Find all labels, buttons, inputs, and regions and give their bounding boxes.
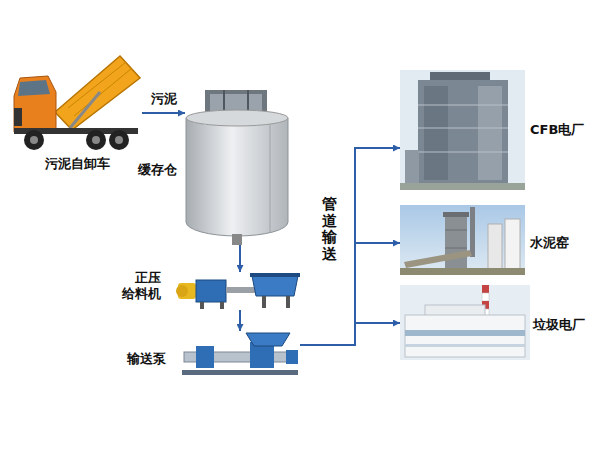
positive-pressure-feeder-part bbox=[176, 285, 188, 297]
positive-pressure-feeder-part bbox=[226, 287, 256, 293]
cement-kiln bbox=[400, 205, 525, 275]
node-label: 输送泵 bbox=[127, 351, 166, 367]
cement-kiln-part bbox=[400, 205, 525, 275]
vertical-label: 管道输送 bbox=[322, 196, 337, 262]
buffer-silo-part bbox=[186, 118, 288, 236]
dump-truck-part bbox=[24, 130, 44, 150]
conveying-pump bbox=[182, 333, 298, 375]
positive-pressure-feeder-part bbox=[200, 302, 204, 309]
equipment-node: CFB电厂 bbox=[400, 70, 525, 190]
flow-arrow bbox=[239, 310, 241, 331]
cfb-power-plant-part bbox=[418, 128, 508, 129]
node-label: 垃圾电厂 bbox=[533, 317, 585, 333]
waste-power-plant-part bbox=[482, 285, 489, 293]
positive-pressure-feeder-part bbox=[220, 302, 224, 309]
equipment-node: 垃圾电厂 bbox=[400, 285, 530, 360]
cfb-power-plant-part bbox=[418, 80, 508, 184]
cfb-power-plant-part bbox=[400, 70, 525, 190]
cfb-power-plant-part bbox=[418, 105, 508, 106]
dump-truck bbox=[14, 56, 140, 150]
dump-truck-part bbox=[70, 92, 100, 128]
dump-truck-part bbox=[74, 68, 132, 116]
waste-power-plant bbox=[400, 285, 530, 360]
buffer-silo-part bbox=[232, 234, 242, 245]
cement-kiln-part bbox=[400, 268, 525, 275]
positive-pressure-feeder-part bbox=[250, 273, 300, 277]
cfb-power-plant-part bbox=[478, 86, 502, 180]
waste-power-plant-part bbox=[400, 285, 530, 360]
buffer-silo-part bbox=[205, 124, 206, 232]
buffer-silo bbox=[186, 90, 288, 245]
equipment-node: 污泥自卸车 bbox=[12, 56, 142, 150]
dump-truck-part bbox=[30, 136, 38, 144]
waste-power-plant-part bbox=[482, 293, 489, 301]
cfb-power-plant-part bbox=[430, 72, 490, 80]
flow-arrow bbox=[300, 148, 400, 345]
conveying-pump-part bbox=[286, 350, 298, 364]
flow-arrow bbox=[142, 112, 185, 114]
positive-pressure-feeder-part bbox=[252, 276, 298, 296]
positive-pressure-feeder-part bbox=[196, 280, 226, 302]
cfb-power-plant-part bbox=[418, 152, 508, 153]
flow-arrow bbox=[239, 245, 241, 272]
cement-kiln-part bbox=[488, 224, 502, 270]
cfb-power-plant-part bbox=[424, 86, 448, 180]
waste-power-plant-part bbox=[405, 344, 525, 347]
cement-kiln-part bbox=[404, 250, 472, 268]
node-label: 正压 给料机 bbox=[121, 270, 161, 303]
conveying-pump-part bbox=[196, 346, 214, 368]
conveying-pump-part bbox=[246, 333, 290, 346]
positive-pressure-feeder-part bbox=[262, 296, 266, 308]
dump-truck-part bbox=[115, 136, 123, 144]
cement-kiln-part bbox=[445, 248, 467, 249]
cfb-power-plant-part bbox=[405, 150, 419, 184]
cement-kiln-part bbox=[470, 207, 475, 257]
buffer-silo-part bbox=[270, 124, 271, 232]
node-label: 污泥自卸车 bbox=[45, 156, 110, 172]
equipment-node: 缓存仓 bbox=[185, 86, 290, 245]
cement-kiln-part bbox=[445, 230, 467, 231]
node-label: 水泥窑 bbox=[530, 235, 569, 251]
dump-truck-part bbox=[92, 136, 100, 144]
waste-power-plant-part bbox=[405, 315, 525, 357]
flow-arrow bbox=[300, 243, 400, 345]
dump-truck-part bbox=[109, 130, 129, 150]
dump-truck-part bbox=[68, 62, 126, 108]
dump-truck-part bbox=[55, 56, 140, 130]
buffer-silo-part bbox=[186, 110, 288, 126]
dump-truck-part bbox=[18, 80, 50, 96]
dump-truck-part bbox=[14, 76, 56, 132]
equipment-node: 正压 给料机 bbox=[175, 272, 300, 310]
cement-kiln-part bbox=[443, 212, 469, 217]
cfb-power-plant-part bbox=[400, 183, 525, 190]
positive-pressure-feeder bbox=[176, 273, 300, 309]
dump-truck-part bbox=[86, 130, 106, 150]
cfb-power-plant bbox=[400, 70, 525, 190]
conveying-pump-part bbox=[182, 370, 298, 375]
flow-arrow bbox=[300, 323, 400, 345]
dump-truck-part bbox=[14, 108, 22, 126]
cement-kiln-part bbox=[505, 219, 520, 270]
edge-label: 污泥 bbox=[149, 90, 179, 108]
waste-power-plant-part bbox=[405, 330, 525, 336]
equipment-node: 水泥窑 bbox=[400, 205, 525, 275]
equipment-node: 输送泵 bbox=[180, 331, 300, 380]
positive-pressure-feeder-part bbox=[286, 296, 290, 308]
node-label: CFB电厂 bbox=[530, 122, 584, 138]
node-label: 缓存仓 bbox=[138, 162, 177, 178]
